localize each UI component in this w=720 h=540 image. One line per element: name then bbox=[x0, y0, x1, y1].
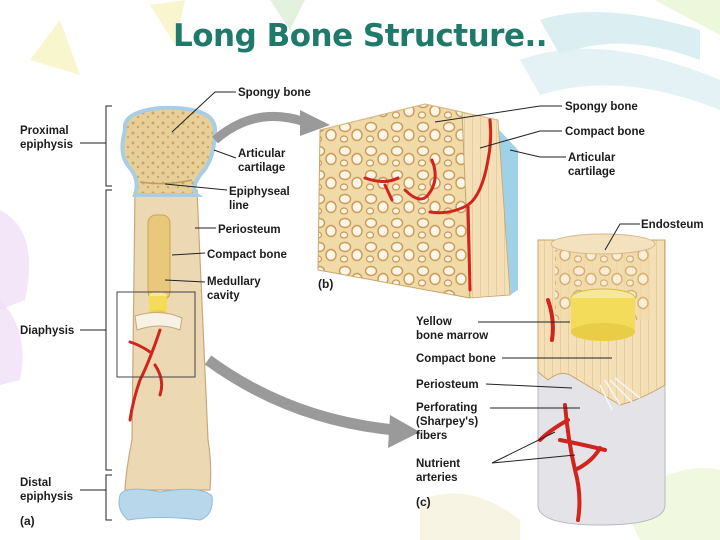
label-yellow-bone-marrow: Yellow bone marrow bbox=[416, 316, 488, 342]
diaphysis-section-c bbox=[478, 223, 666, 526]
label-medullary-cavity: Medullary cavity bbox=[207, 276, 264, 302]
label-articular-cartilage-b: Articular cartilage bbox=[568, 152, 619, 178]
bone-shaft bbox=[124, 189, 212, 491]
label-compact-bone-c: Compact bone bbox=[416, 353, 496, 365]
label-periosteum-a: Periosteum bbox=[218, 224, 281, 236]
proximal-head bbox=[120, 105, 218, 197]
label-epiphyseal-line: Epiphyseal line bbox=[229, 186, 293, 212]
sharpey-fibers-c bbox=[599, 377, 641, 411]
nutrient-artery-c bbox=[538, 298, 607, 522]
enlarge-box-a bbox=[116, 291, 196, 378]
medullary-cavity bbox=[147, 214, 171, 301]
vessel-b bbox=[363, 118, 493, 292]
label-spongy-bone-b: Spongy bone bbox=[565, 101, 638, 113]
arrow-to-b bbox=[212, 112, 307, 144]
label-perforating-fibers: Perforating (Sharpey's) fibers bbox=[416, 402, 481, 442]
label-endosteum: Endosteum bbox=[641, 219, 704, 231]
epiphyseal-line bbox=[139, 179, 193, 185]
label-compact-bone-a: Compact bone bbox=[207, 249, 287, 261]
label-spongy-bone-a: Spongy bone bbox=[238, 87, 311, 99]
label-compact-bone-b: Compact bone bbox=[565, 126, 645, 138]
epiphysis-section-b bbox=[317, 103, 566, 299]
arrow-to-c bbox=[204, 355, 396, 436]
label-nutrient-arteries: Nutrient arteries bbox=[416, 458, 463, 484]
label-distal-epiphysis: Distal epiphysis bbox=[20, 477, 73, 503]
label-proximal-epiphysis: Proximal epiphysis bbox=[20, 125, 73, 151]
panel-label-a: (a) bbox=[20, 514, 35, 528]
nutrient-artery-a bbox=[128, 328, 164, 422]
long-bone-figure-a bbox=[80, 91, 237, 521]
spongy-bone-b bbox=[317, 103, 471, 299]
label-articular-cartilage-a: Articular cartilage bbox=[238, 148, 289, 174]
label-diaphysis: Diaphysis bbox=[20, 325, 74, 337]
panel-label-c: (c) bbox=[416, 495, 431, 509]
label-periosteum-c: Periosteum bbox=[416, 379, 479, 391]
panel-label-b: (b) bbox=[318, 277, 333, 291]
distal-cartilage bbox=[118, 488, 213, 521]
slide-title: Long Bone Structure.. bbox=[172, 18, 548, 54]
